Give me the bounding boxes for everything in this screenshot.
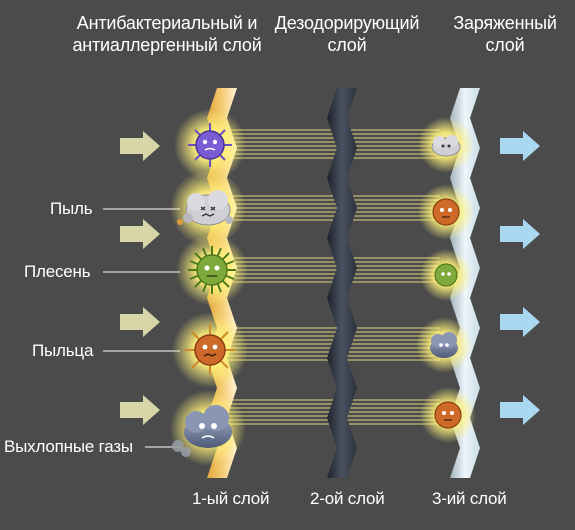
bottom-label-layer-2: 2-ой слой — [310, 489, 385, 508]
mold-icon — [176, 234, 248, 306]
small-mold-icon — [420, 249, 472, 301]
label-exhaust: Выхлопные газы — [4, 437, 133, 456]
arrow-in-1 — [120, 131, 160, 161]
label-pollen: Пыльца — [32, 341, 94, 360]
header-layer-1: Антибактериальный и антиаллергенный слой — [72, 13, 262, 55]
bottom-label-layer-1: 1-ый слой — [192, 489, 270, 508]
arrow-out-3 — [500, 307, 540, 337]
beams — [220, 129, 440, 425]
label-mold: Плесень — [24, 262, 91, 281]
label-dust: Пыль — [50, 199, 93, 218]
arrow-out-2 — [500, 219, 540, 249]
header-layer-2: Дезодорирующий слой — [274, 13, 420, 55]
layer-2-strip — [327, 88, 357, 478]
output-arrows — [500, 131, 540, 425]
arrow-in-3 — [120, 307, 160, 337]
beam-row-2 — [220, 195, 440, 221]
arrow-out-1 — [500, 131, 540, 161]
small-exhaust-icon — [416, 317, 472, 373]
beam-row-1 — [220, 129, 440, 159]
exhaust-cloud-icon — [170, 390, 246, 466]
dust-icon — [170, 170, 246, 246]
arrow-in-4 — [120, 395, 160, 425]
arrow-in-2 — [120, 219, 160, 249]
small-dust-icon — [418, 117, 474, 173]
small-pollen-icon — [418, 184, 474, 240]
pollen-icon — [172, 312, 248, 388]
beam-row-3 — [220, 257, 440, 283]
input-arrows — [120, 131, 160, 425]
header-layer-3: Заряженный слой — [453, 13, 557, 55]
bacteria-icon — [174, 109, 246, 181]
small-pollen-icon-2 — [420, 387, 476, 443]
bottom-label-layer-3: 3-ий слой — [432, 489, 507, 508]
arrow-out-4 — [500, 395, 540, 425]
